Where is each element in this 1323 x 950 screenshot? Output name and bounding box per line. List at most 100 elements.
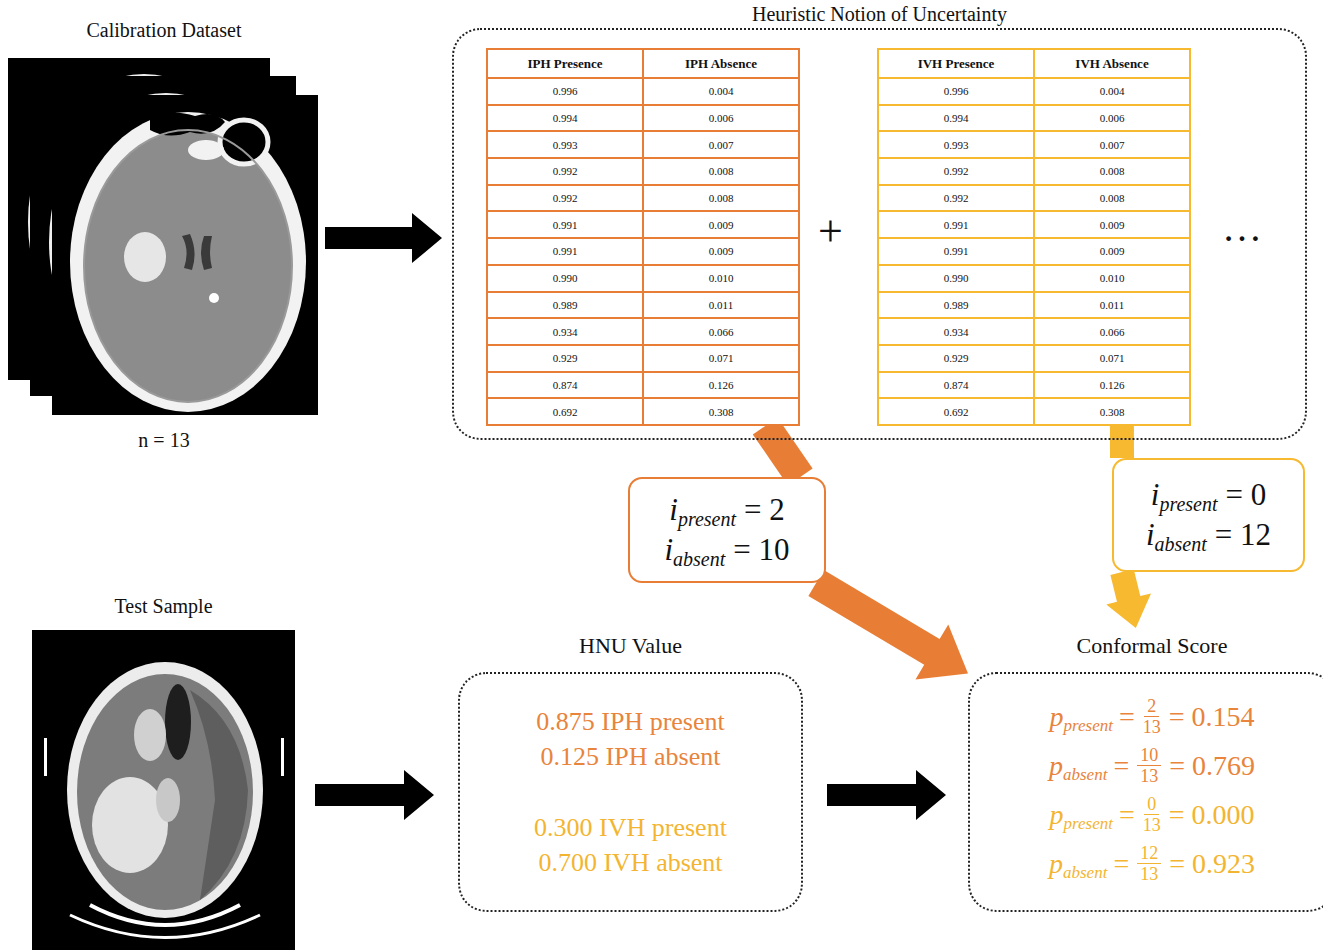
sample-count: n = 13 bbox=[138, 429, 189, 451]
count-subscript: present bbox=[678, 508, 736, 531]
table-cell: 0.004 bbox=[644, 79, 798, 104]
image-title-line: Test Sample bbox=[32, 594, 295, 618]
probability-value: 0.009 bbox=[1100, 245, 1125, 257]
count-value: = 12 bbox=[1215, 518, 1271, 552]
table-cell: 0.929 bbox=[488, 346, 642, 371]
ct-slice bbox=[32, 630, 295, 950]
probability-table: IVH PresenceIVH Absence0.9960.0040.9940.… bbox=[877, 48, 1191, 426]
table-cell: 0.011 bbox=[644, 293, 798, 318]
count-formula: iabsent= 12 bbox=[1146, 515, 1271, 555]
table-cell: 0.009 bbox=[1035, 239, 1189, 264]
formula-result: = 0.923 bbox=[1169, 848, 1255, 880]
image-title: Test Sample bbox=[114, 595, 212, 617]
table-cell: 0.996 bbox=[488, 79, 642, 104]
probability-value: 0.009 bbox=[1100, 219, 1125, 231]
symbol-wrap: + bbox=[818, 208, 843, 256]
probability-value: 0.308 bbox=[709, 406, 734, 418]
probability-value: 0.934 bbox=[944, 326, 969, 338]
formula-equals: = bbox=[1119, 799, 1135, 831]
probability-value: 0.994 bbox=[553, 112, 578, 124]
probability-value: 0.008 bbox=[1100, 192, 1125, 204]
table-cell: 0.692 bbox=[488, 399, 642, 424]
table-cell: 0.007 bbox=[644, 132, 798, 157]
probability-value: 0.011 bbox=[1100, 299, 1124, 311]
table-cell: 0.009 bbox=[1035, 212, 1189, 237]
probability-value: 0.929 bbox=[553, 352, 578, 364]
formula-subscript: absent bbox=[1063, 863, 1107, 883]
probability-value: 0.126 bbox=[709, 379, 734, 391]
hnu-value: 0.125 IPH absent bbox=[541, 742, 721, 771]
probability-value: 0.007 bbox=[1100, 139, 1125, 151]
table-cell: 0.010 bbox=[644, 266, 798, 291]
header-cell: IPH Presence bbox=[488, 50, 642, 77]
formula-subscript: present bbox=[1063, 814, 1112, 834]
probability-value: 0.071 bbox=[1100, 352, 1125, 364]
fraction-numerator: 12 bbox=[1137, 844, 1161, 864]
column-header: IPH Presence bbox=[527, 56, 602, 72]
table-cell: 0.006 bbox=[644, 106, 798, 131]
probability-value: 0.006 bbox=[709, 112, 734, 124]
fraction-denominator: 13 bbox=[1140, 864, 1158, 884]
probability-value: 0.008 bbox=[709, 192, 734, 204]
probability-value: 0.990 bbox=[944, 272, 969, 284]
test-image: Test Sample bbox=[32, 590, 295, 950]
table-cell: 0.992 bbox=[488, 159, 642, 184]
score-formula: pabsent=1213= 0.923 bbox=[968, 841, 1323, 887]
probability-value: 0.308 bbox=[1100, 406, 1125, 418]
fraction-denominator: 13 bbox=[1140, 766, 1158, 786]
hnu-value: 0.875 IPH present bbox=[536, 707, 724, 736]
formula-equals: = bbox=[1113, 750, 1129, 782]
hnu-value-line: 0.300 IVH present bbox=[458, 813, 803, 843]
fraction-denominator: 13 bbox=[1143, 717, 1161, 737]
count-symbol: i bbox=[669, 493, 678, 527]
count-symbol: i bbox=[1151, 478, 1160, 512]
table-cell: 0.993 bbox=[879, 132, 1033, 157]
probability-value: 0.071 bbox=[709, 352, 734, 364]
table-cell: 0.066 bbox=[644, 319, 798, 344]
fraction: 213 bbox=[1143, 697, 1161, 737]
hnu-value: 0.300 IVH present bbox=[534, 813, 727, 842]
table-cell: 0.991 bbox=[879, 212, 1033, 237]
probability-value: 0.929 bbox=[944, 352, 969, 364]
probability-value: 0.126 bbox=[1100, 379, 1125, 391]
probability-value: 0.009 bbox=[709, 245, 734, 257]
panel-title-line: HNU Value bbox=[458, 633, 803, 659]
count-value: = 0 bbox=[1226, 478, 1267, 512]
table-cell: 0.008 bbox=[1035, 159, 1189, 184]
probability-value: 0.008 bbox=[1100, 165, 1125, 177]
table-cell: 0.308 bbox=[1035, 399, 1189, 424]
table-grid: IVH PresenceIVH Absence0.9960.0040.9940.… bbox=[877, 48, 1191, 426]
formula-symbol: p bbox=[1049, 750, 1063, 782]
probability-value: 0.996 bbox=[944, 85, 969, 97]
fraction-denominator: 13 bbox=[1143, 815, 1161, 835]
formula-equals: = bbox=[1113, 848, 1129, 880]
table-cell: 0.934 bbox=[488, 319, 642, 344]
sample-count-line: n = 13 bbox=[8, 428, 320, 452]
table-cell: 0.008 bbox=[644, 186, 798, 211]
panel-title: Heuristic Notion of Uncertainty bbox=[752, 3, 1007, 25]
score-formula: pabsent=1013= 0.769 bbox=[968, 743, 1323, 789]
count-formula: ipresent= 2 bbox=[669, 490, 785, 530]
probability-value: 0.066 bbox=[709, 326, 734, 338]
arrow-connector bbox=[1106, 569, 1151, 628]
probability-value: 0.989 bbox=[553, 299, 578, 311]
formula-symbol: p bbox=[1049, 701, 1063, 733]
probability-value: 0.992 bbox=[553, 165, 578, 177]
image-stack: Calibration Dataset n = 13 bbox=[8, 14, 320, 456]
probability-value: 0.990 bbox=[553, 272, 578, 284]
header-cell: IPH Absence bbox=[644, 50, 798, 77]
count-content: ipresent= 2iabsent= 10 bbox=[630, 479, 824, 581]
panel-title: HNU Value bbox=[579, 633, 682, 658]
table-grid: IPH Presence IPH Absence0.9960.004 0.994 0.… bbox=[486, 48, 800, 426]
count-value: = 10 bbox=[733, 533, 789, 567]
column-header: IVH Presence bbox=[918, 56, 995, 72]
panel-title-line: Conformal Score bbox=[968, 633, 1323, 659]
image-title-line: Calibration Dataset bbox=[8, 18, 320, 42]
probability-value: 0.991 bbox=[553, 245, 578, 257]
table-cell: 0.009 bbox=[644, 239, 798, 264]
count-box: ipresent= 2iabsent= 10 bbox=[628, 477, 826, 583]
fraction-numerator: 10 bbox=[1137, 746, 1161, 766]
count-content: ipresent= 0iabsent= 12 bbox=[1114, 460, 1303, 570]
hnu-value-line: 0.875 IPH present bbox=[458, 707, 803, 737]
